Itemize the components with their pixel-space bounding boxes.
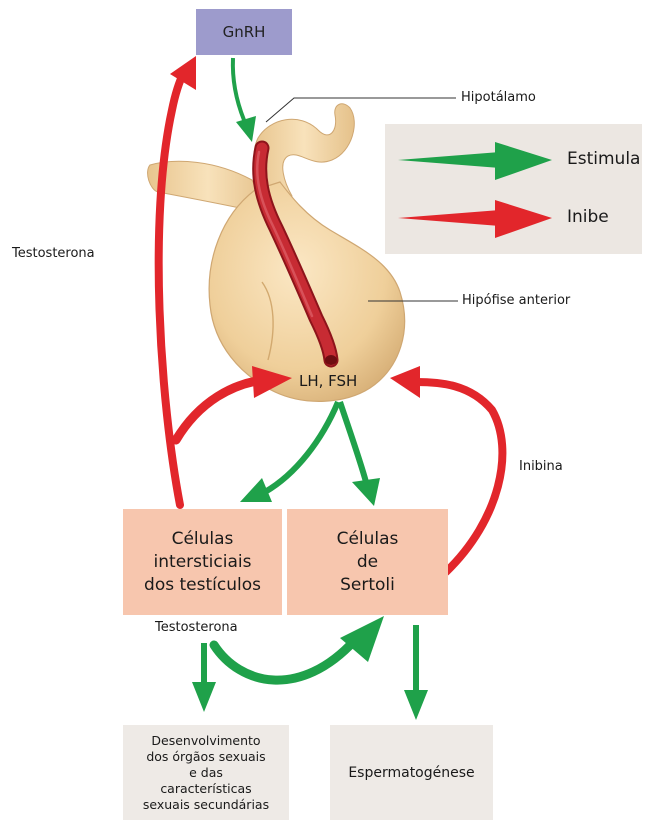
development-box: Desenvolvimento dos órgãos sexuais e das… [123, 725, 289, 820]
sertoli-to-spermatogenesis-arrow [404, 625, 428, 720]
interstitial-cells-box: Células intersticiais dos testículos [123, 509, 282, 615]
legend-arrow-overlay [385, 124, 642, 254]
gnrh-label: GnRH [223, 23, 266, 41]
lh-to-interstitial-arrow [240, 402, 338, 502]
pituitary-label: Hipófise anterior [462, 293, 570, 308]
development-label: Desenvolvimento dos órgãos sexuais e das… [143, 733, 269, 813]
spermatogenesis-label: Espermatogénese [348, 765, 474, 781]
testosterone-to-development-arrow [192, 643, 216, 712]
gnrh-box: GnRH [196, 9, 292, 55]
legend-red-arrow-overlay [398, 200, 552, 238]
testosterone-feedback-label: Testosterona [12, 246, 95, 261]
interstitial-cells-label: Células intersticiais dos testículos [144, 528, 261, 597]
testosterone-to-sertoli-arrow [214, 616, 384, 680]
legend-green-arrow-overlay [398, 142, 552, 180]
gnrh-to-pituitary-arrow [233, 58, 256, 142]
sertoli-cells-label: Células de Sertoli [337, 528, 399, 597]
inhibin-label: Inibina [519, 459, 563, 474]
testosterone-to-pituitary-arrow [176, 366, 292, 440]
testosterone-output-label: Testosterona [155, 620, 238, 635]
hypothalamus-label: Hipotálamo [461, 90, 536, 105]
spermatogenesis-box: Espermatogénese [330, 725, 493, 820]
pituitary-gland [148, 104, 405, 402]
sertoli-cells-box: Células de Sertoli [287, 509, 448, 615]
lh-fsh-label: LH, FSH [299, 372, 357, 390]
fsh-to-sertoli-arrow [340, 402, 380, 506]
